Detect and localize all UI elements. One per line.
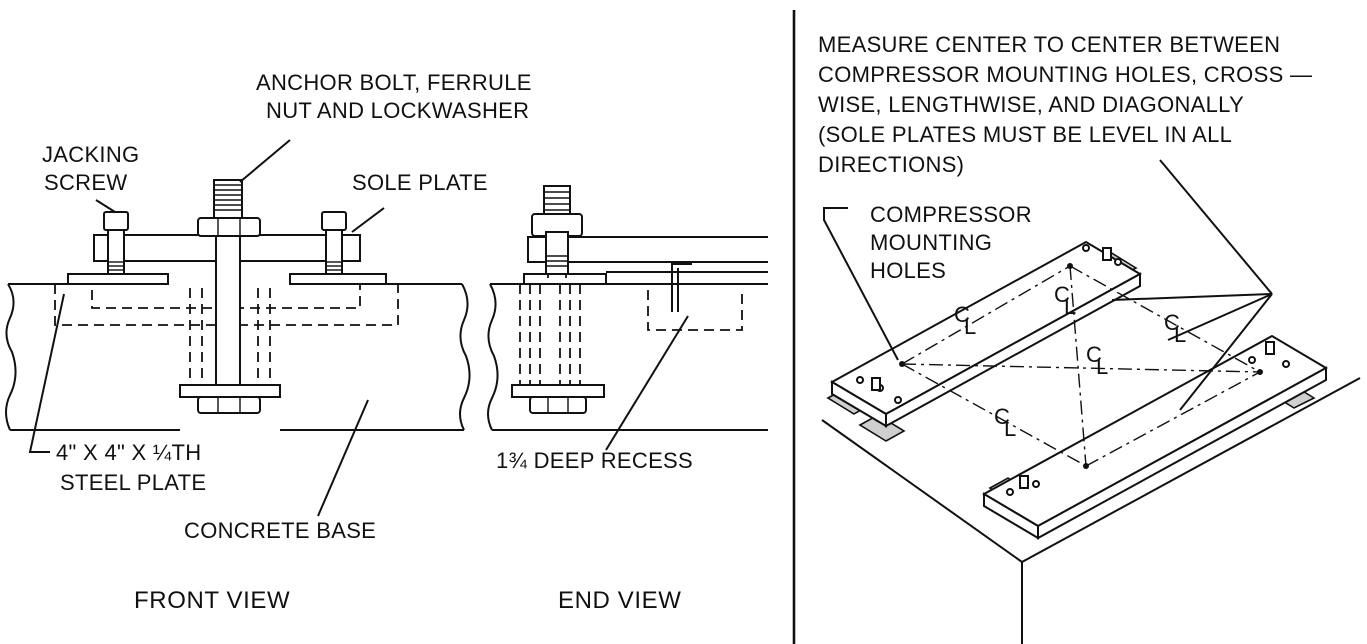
svg-text:L: L <box>1064 294 1076 319</box>
front-leader-lines <box>28 139 385 517</box>
iso-sole-plate-right <box>981 334 1329 540</box>
centerline-symbol-1: C L <box>954 302 976 339</box>
svg-text:L: L <box>1096 354 1108 379</box>
front-jacking-screw-right <box>321 211 347 275</box>
front-anchor-bolt <box>215 214 241 396</box>
iso-leader-lines <box>823 159 1273 411</box>
front-bottom-nut <box>197 396 261 414</box>
measure-note-line1: MEASURE CENTER TO CENTER BETWEEN <box>818 32 1280 57</box>
centerline-symbol-4: C L <box>1086 342 1108 379</box>
sole-plate-label: SOLE PLATE <box>352 170 488 195</box>
anchor-bolt-label-line2: NUT AND LOCKWASHER <box>266 98 529 123</box>
centerline-symbol-5: C L <box>994 404 1016 441</box>
end-view-drawing <box>487 185 768 451</box>
end-bottom-washer <box>511 384 605 398</box>
end-jacking-screw <box>545 231 569 275</box>
anchor-bolt-label-line1: ANCHOR BOLT, FERRULE <box>256 70 532 95</box>
front-view-drawing <box>5 139 471 517</box>
steel-plate-label-line2: STEEL PLATE <box>60 470 206 495</box>
end-steel-plate <box>523 273 607 285</box>
isometric-view-drawing <box>821 159 1361 644</box>
jacking-screw-label-line1: JACKING <box>42 142 139 167</box>
mounting-holes-label-line2: MOUNTING <box>870 230 992 255</box>
front-anchor-nut <box>197 217 261 237</box>
svg-text:C: C <box>1086 342 1102 367</box>
measure-note-line2: COMPRESSOR MOUNTING HOLES, CROSS — <box>818 62 1312 87</box>
centerline-symbol-2: C L <box>1054 282 1076 319</box>
svg-text:C: C <box>954 302 970 327</box>
iso-centerlines <box>901 265 1261 467</box>
svg-text:C: C <box>1164 310 1180 335</box>
front-bottom-washer <box>179 384 281 398</box>
mounting-holes-label-line3: HOLES <box>870 258 946 283</box>
measure-note-line3: WISE, LENGTHWISE, AND DIAGONALLY <box>818 92 1244 117</box>
end-view-caption: END VIEW <box>558 587 681 614</box>
mounting-holes-label-line1: COMPRESSOR <box>870 202 1032 227</box>
svg-text:L: L <box>1004 416 1016 441</box>
front-jacking-screw-left <box>103 211 129 275</box>
iso-concrete-base <box>821 377 1361 644</box>
concrete-base-label: CONCRETE BASE <box>184 518 376 543</box>
front-steel-plate-left <box>67 273 169 285</box>
front-view-caption: FRONT VIEW <box>134 587 290 614</box>
front-anchor-bolt-thread <box>213 179 243 219</box>
svg-text:C: C <box>994 404 1010 429</box>
front-steel-plate-right <box>289 273 387 285</box>
measure-note-line4: (SOLE PLATES MUST BE LEVEL IN ALL <box>818 122 1232 147</box>
iso-sole-plate-left <box>826 240 1143 442</box>
end-angle-clip <box>671 263 692 312</box>
steel-plate-label-line1: 4" X 4" X ¼TH <box>56 440 201 465</box>
end-concrete-base <box>487 283 768 431</box>
jacking-screw-label-line2: SCREW <box>44 170 127 195</box>
recess-leader <box>605 315 689 451</box>
end-bottom-nut <box>529 396 587 414</box>
recess-label: 1¾ DEEP RECESS <box>496 448 693 473</box>
svg-text:L: L <box>1174 322 1186 347</box>
end-hidden-lines <box>519 284 743 395</box>
svg-text:L: L <box>964 314 976 339</box>
centerline-symbol-3: C L <box>1164 310 1186 347</box>
svg-text:C: C <box>1054 282 1070 307</box>
measure-note-line5: DIRECTIONS) <box>818 152 964 177</box>
